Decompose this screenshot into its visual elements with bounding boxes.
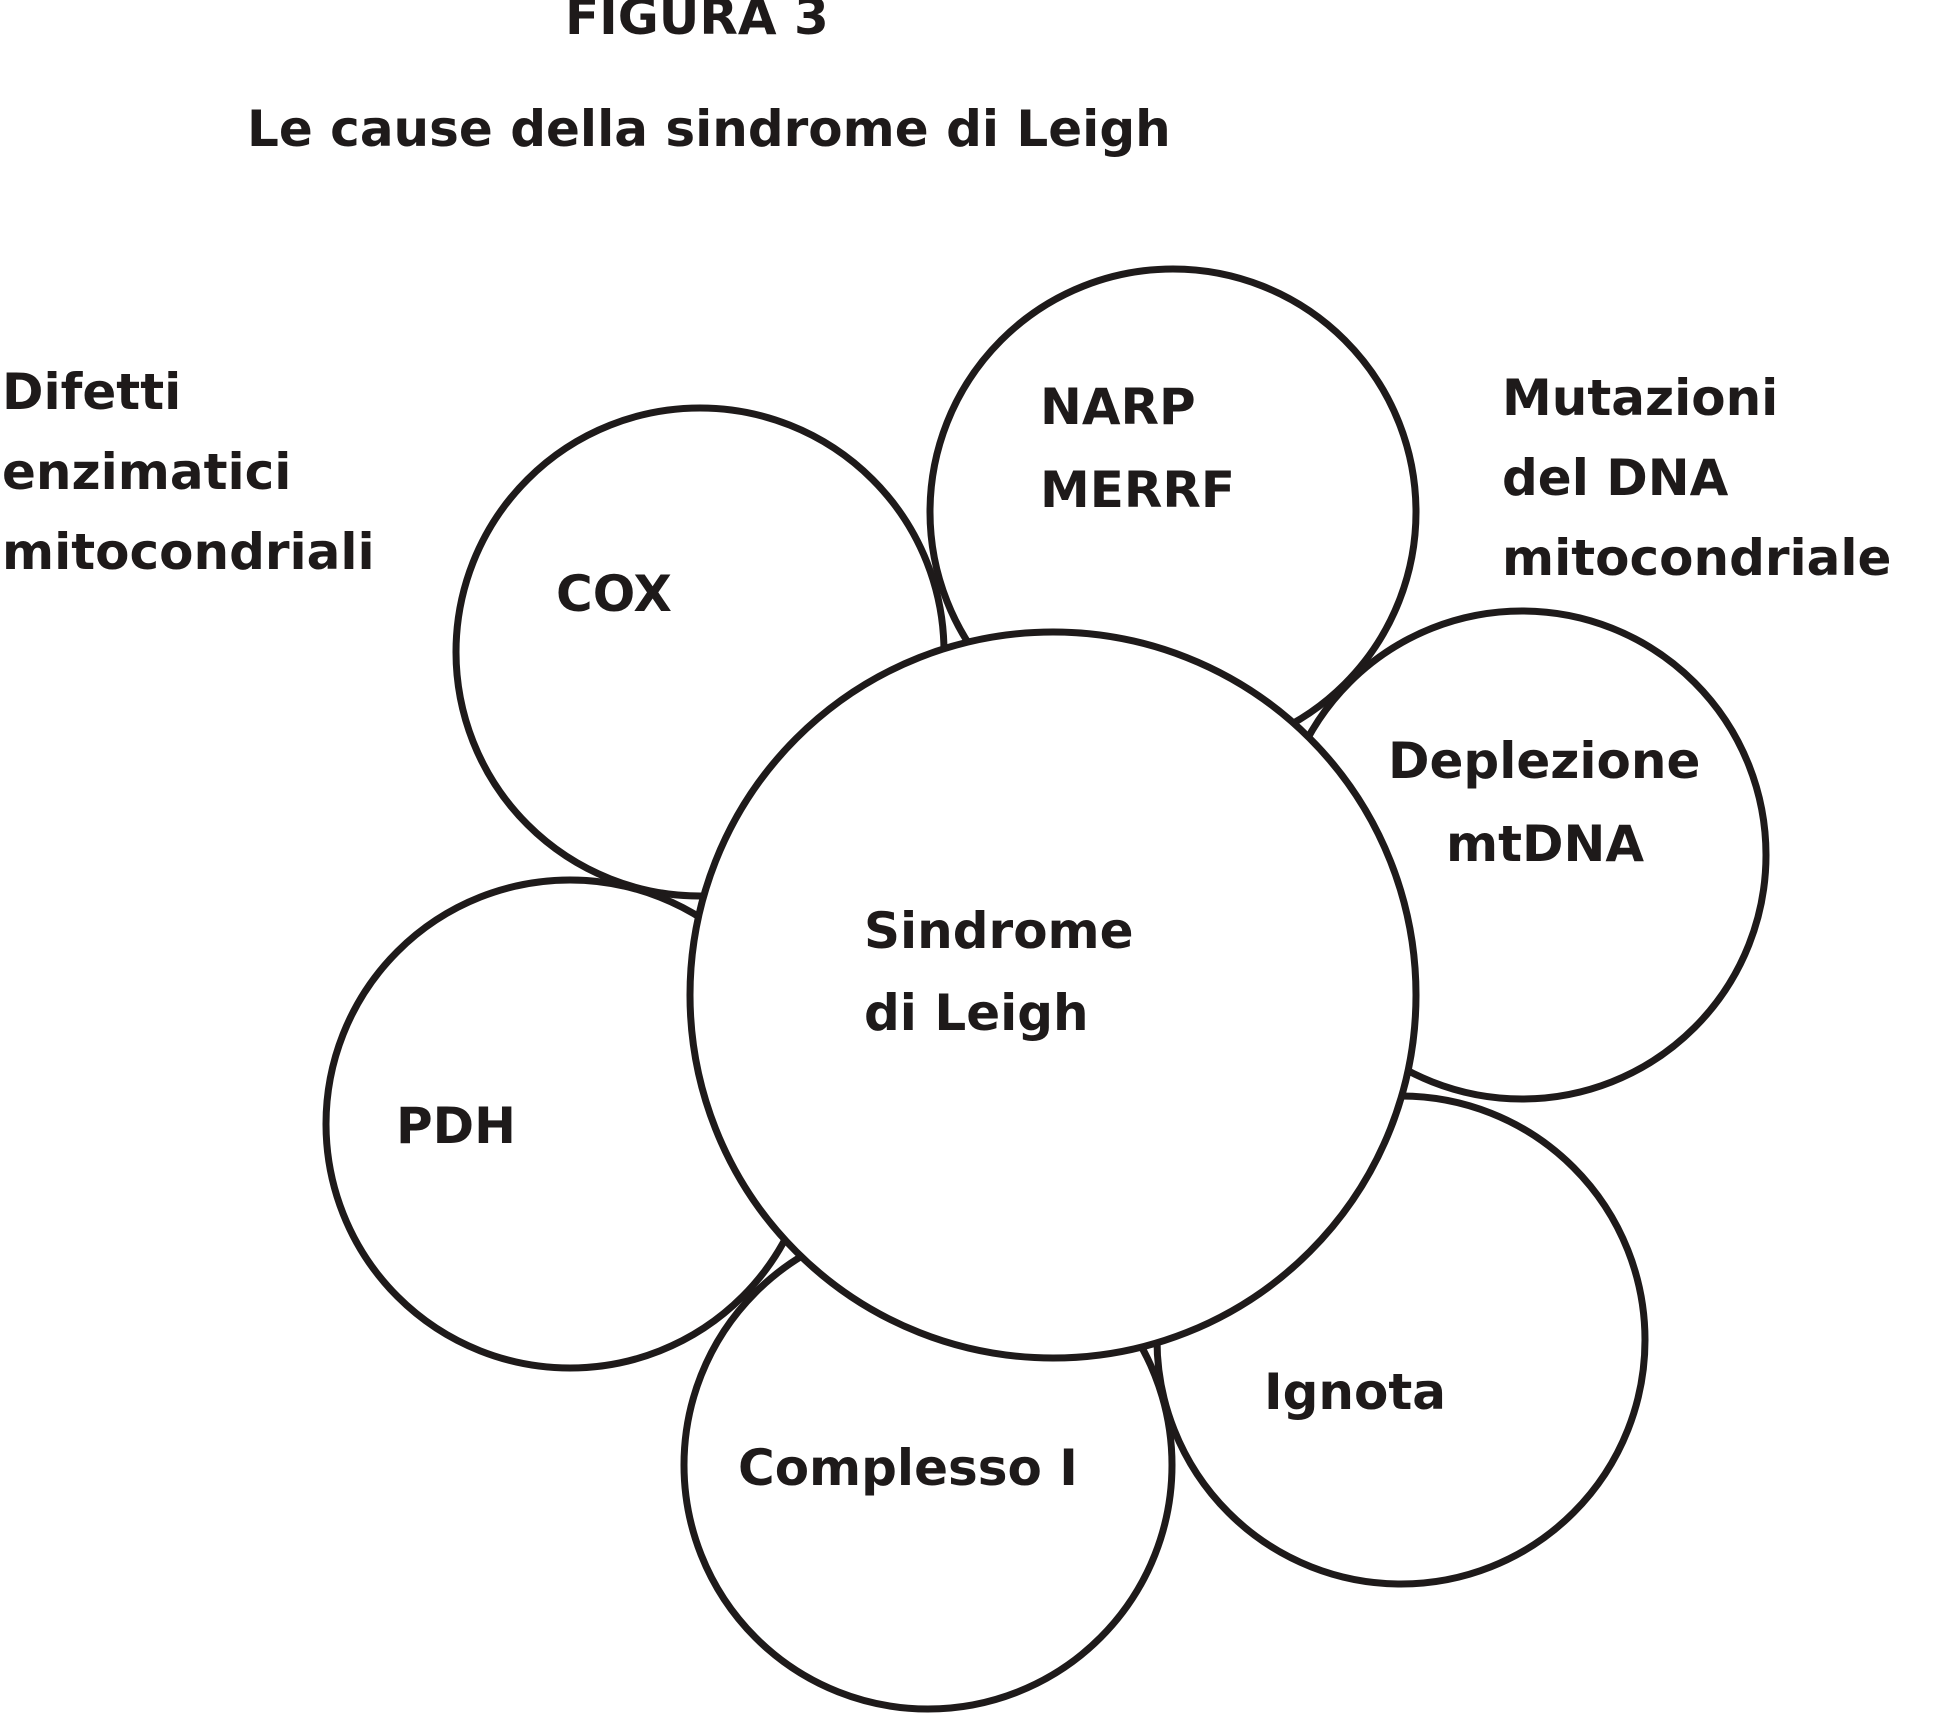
cause-label-line: MERRF bbox=[1040, 461, 1235, 519]
group-label-line: del DNA bbox=[1502, 449, 1729, 507]
group-label-enzyme-defects: Difetti enzimatici mitocondriali bbox=[2, 352, 375, 592]
center-node-leigh-syndrome: Sindrome di Leigh bbox=[686, 628, 1420, 1362]
cause-label-line: Deplezione bbox=[1388, 732, 1700, 790]
group-label-line: Difetti bbox=[2, 363, 182, 421]
center-circle bbox=[686, 628, 1420, 1362]
group-label-line: mitocondriale bbox=[1502, 529, 1892, 587]
cause-label-line: PDH bbox=[396, 1097, 516, 1155]
figure-label: FIGURA 3 bbox=[565, 0, 829, 46]
cause-label-line: Ignota bbox=[1264, 1363, 1446, 1421]
cause-label-line: Complesso I bbox=[738, 1439, 1078, 1497]
group-label-line: enzimatici bbox=[2, 443, 292, 501]
group-label-line: mitocondriali bbox=[2, 523, 375, 581]
figure-title: Le cause della sindrome di Leigh bbox=[247, 100, 1171, 158]
group-label-mtdna-mutations: Mutazioni del DNA mitocondriale bbox=[1502, 358, 1891, 598]
group-label-line: Mutazioni bbox=[1502, 369, 1779, 427]
center-label-line: Sindrome bbox=[864, 902, 1134, 960]
cause-label-line: NARP bbox=[1040, 378, 1196, 436]
cause-label-line: mtDNA bbox=[1446, 815, 1644, 873]
cause-label-line: COX bbox=[556, 565, 672, 623]
center-label-line: di Leigh bbox=[864, 984, 1089, 1042]
